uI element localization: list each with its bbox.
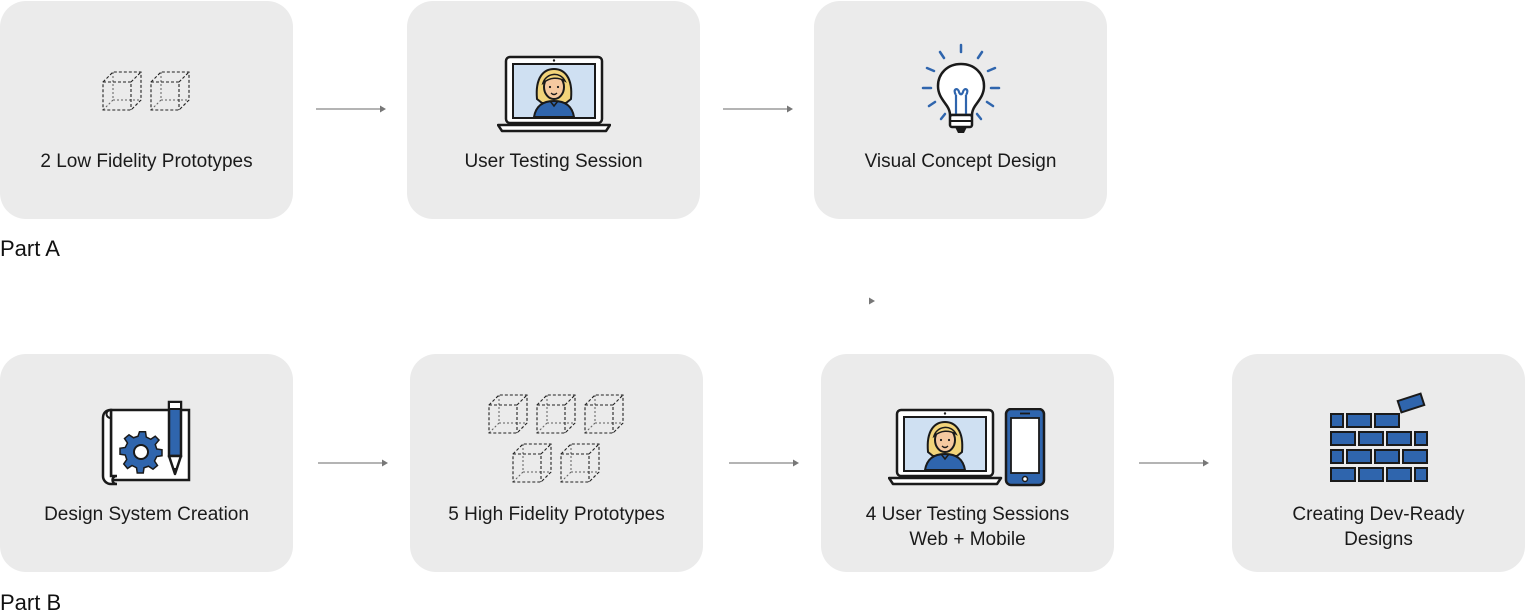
arrow-icon xyxy=(723,105,793,113)
step-card-user-testing-sessions: 4 User Testing Sessions Web + Mobile xyxy=(821,354,1114,572)
arrow-icon xyxy=(869,297,875,305)
wireframe-cubes-icon xyxy=(410,394,703,484)
step-card-design-system: Design System Creation xyxy=(0,354,293,572)
arrow-icon xyxy=(316,105,386,113)
step-label: Creating Dev-Ready Designs xyxy=(1232,502,1525,552)
arrow-icon xyxy=(1139,459,1209,467)
step-card-low-fidelity: 2 Low Fidelity Prototypes xyxy=(0,1,293,219)
step-label: Design System Creation xyxy=(44,504,249,525)
step-label-line1: 4 User Testing Sessions xyxy=(865,504,1070,525)
laptop-phone-user-icon xyxy=(821,408,1114,488)
step-card-user-testing: User Testing Session xyxy=(407,1,700,219)
step-label-line2: Designs xyxy=(1344,529,1413,550)
part-b-label: Part B xyxy=(0,590,62,615)
arrow-icon xyxy=(729,459,799,467)
step-label: Visual Concept Design xyxy=(864,151,1057,172)
part-a-label: Part A xyxy=(0,236,60,261)
blueprint-gear-pencil-icon xyxy=(0,398,293,488)
step-label: 2 Low Fidelity Prototypes xyxy=(40,151,253,172)
lightbulb-icon xyxy=(814,43,1107,137)
laptop-user-icon xyxy=(407,55,700,135)
step-label: User Testing Session xyxy=(464,151,643,172)
step-label: 4 User Testing Sessions Web + Mobile xyxy=(821,502,1114,552)
step-label-line2: Web + Mobile xyxy=(909,529,1026,550)
arrow-icon xyxy=(318,459,388,467)
step-card-visual-concept: Visual Concept Design xyxy=(814,1,1107,219)
step-card-high-fidelity: 5 High Fidelity Prototypes xyxy=(410,354,703,572)
step-card-dev-ready: Creating Dev-Ready Designs xyxy=(1232,354,1525,572)
brick-wall-icon xyxy=(1232,392,1525,486)
step-label: 5 High Fidelity Prototypes xyxy=(448,504,665,525)
wireframe-cubes-icon xyxy=(0,71,293,111)
step-label-line1: Creating Dev-Ready xyxy=(1292,504,1465,525)
